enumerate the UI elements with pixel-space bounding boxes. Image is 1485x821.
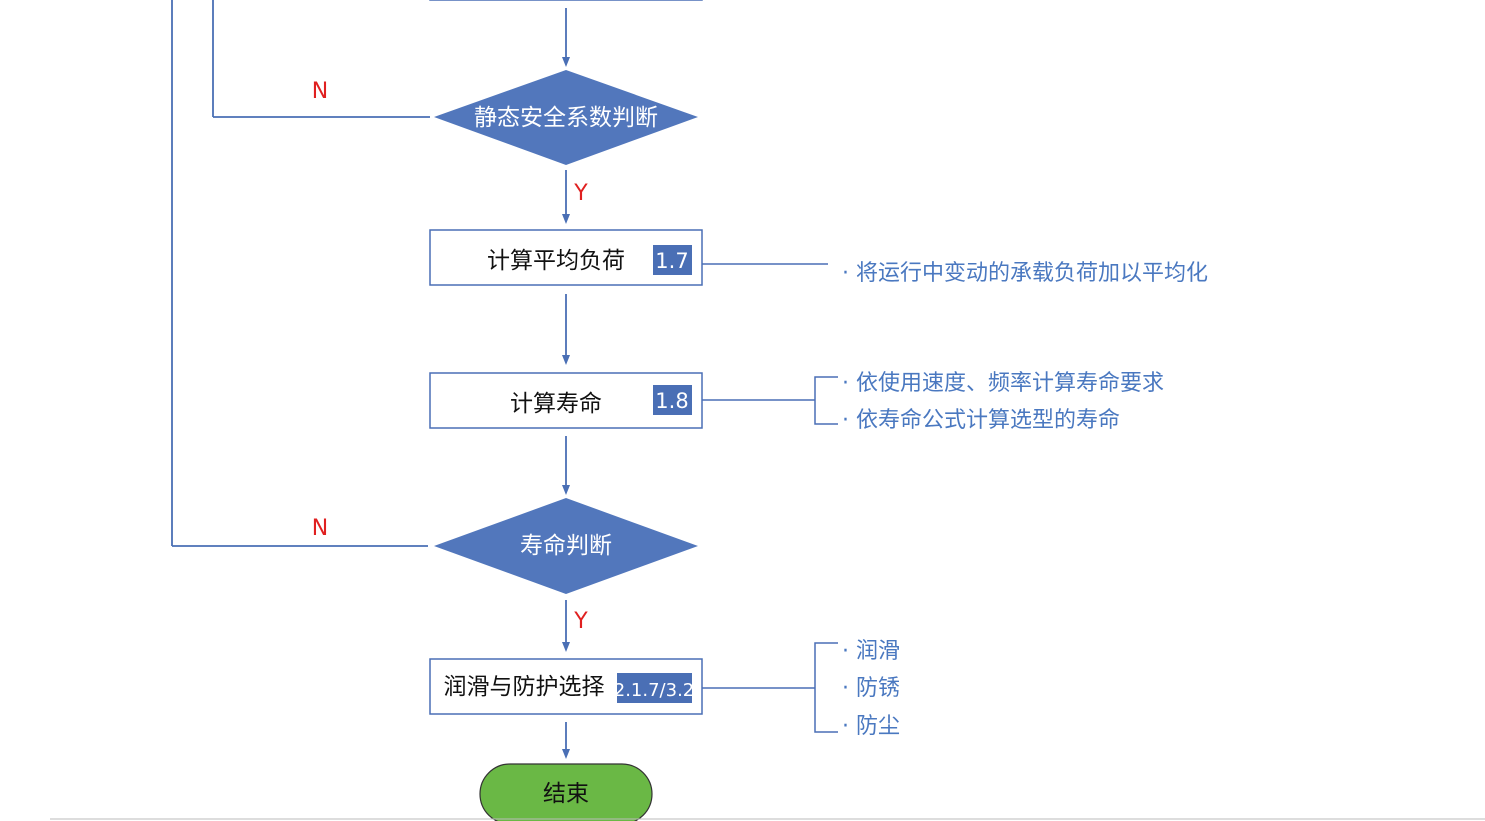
- static-yes-label: Y: [573, 181, 588, 206]
- life-yes-label: Y: [573, 609, 588, 634]
- note-lube-3: · 防尘: [842, 714, 900, 739]
- static-safety-label: 静态安全系数判断: [474, 105, 658, 131]
- avg-load-tag: [653, 245, 692, 275]
- life-check-label: 寿命判断: [520, 533, 612, 559]
- note-bracket-lube: [814, 642, 838, 733]
- note-life-calc-2: · 依寿命公式计算选型的寿命: [842, 408, 1120, 433]
- lube-label: 润滑与防护选择: [444, 674, 605, 700]
- life-check-decision: [434, 498, 698, 594]
- lube-tag-text: 2.1.7/3.2: [614, 680, 695, 701]
- note-lube-1: · 润滑: [842, 639, 900, 664]
- note-avg-load-1: · 将运行中变动的承载负荷加以平均化: [842, 261, 1208, 286]
- lube-tag: [617, 673, 692, 703]
- end-terminator: [479, 763, 653, 821]
- life-calc-tag-text: 1.8: [655, 389, 688, 413]
- end-label: 结束: [543, 781, 589, 807]
- note-life-calc-1: · 依使用速度、频率计算寿命要求: [842, 371, 1164, 396]
- avg-load-tag-text: 1.7: [655, 249, 688, 273]
- life-no-label: N: [312, 516, 328, 541]
- life-calc-label: 计算寿命: [510, 391, 602, 417]
- static-safety-decision: [434, 70, 698, 165]
- life-calc-tag: [653, 385, 692, 415]
- static-no-label: N: [312, 79, 328, 104]
- note-bracket-life-calc: [814, 376, 838, 425]
- note-lube-2: · 防锈: [842, 676, 900, 701]
- avg-load-label: 计算平均负荷: [487, 248, 625, 274]
